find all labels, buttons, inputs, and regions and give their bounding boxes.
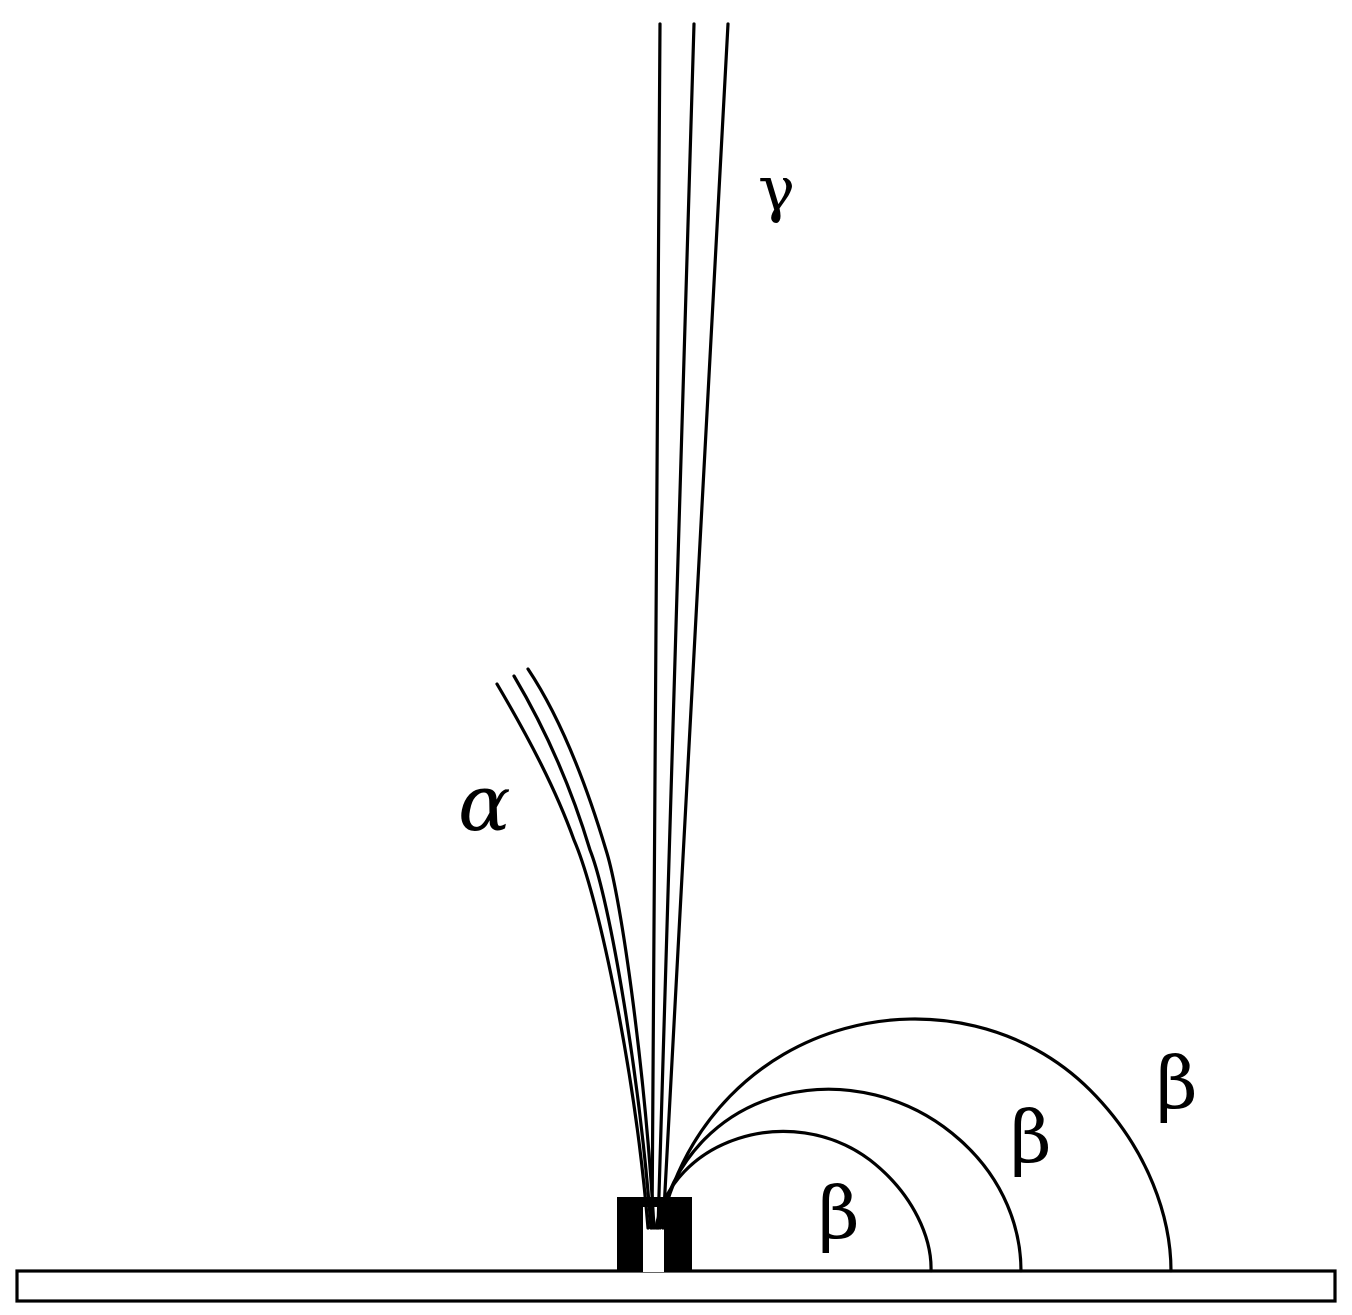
beta-ray-outer — [658, 1017, 1173, 1273]
base-plate — [15, 1269, 1337, 1303]
lead-block-top — [617, 1197, 692, 1207]
lead-block-left-wall — [617, 1197, 643, 1272]
gamma-ray-2 — [656, 22, 696, 1230]
alpha-ray-3 — [526, 667, 656, 1230]
beta-ray-middle — [656, 1087, 1023, 1273]
beta-outer-label: β — [1156, 1041, 1198, 1125]
gamma-ray-1 — [650, 22, 662, 1230]
lead-block-right-wall — [664, 1197, 692, 1272]
source-slot — [643, 1232, 664, 1272]
gamma-ray-bundle — [650, 22, 730, 1230]
gamma-ray-3 — [661, 22, 730, 1230]
beta-middle-label: β — [1010, 1095, 1052, 1179]
alpha-ray-2 — [512, 674, 653, 1230]
alpha-ray-bundle — [495, 667, 656, 1230]
beta-ray-bundle — [654, 1017, 1173, 1273]
beta-inner-label: β — [818, 1171, 860, 1255]
gamma-label: γ — [758, 152, 795, 225]
beta-ray-inner — [654, 1129, 933, 1273]
alpha-ray-1 — [495, 682, 650, 1230]
alpha-label: α — [458, 759, 511, 849]
